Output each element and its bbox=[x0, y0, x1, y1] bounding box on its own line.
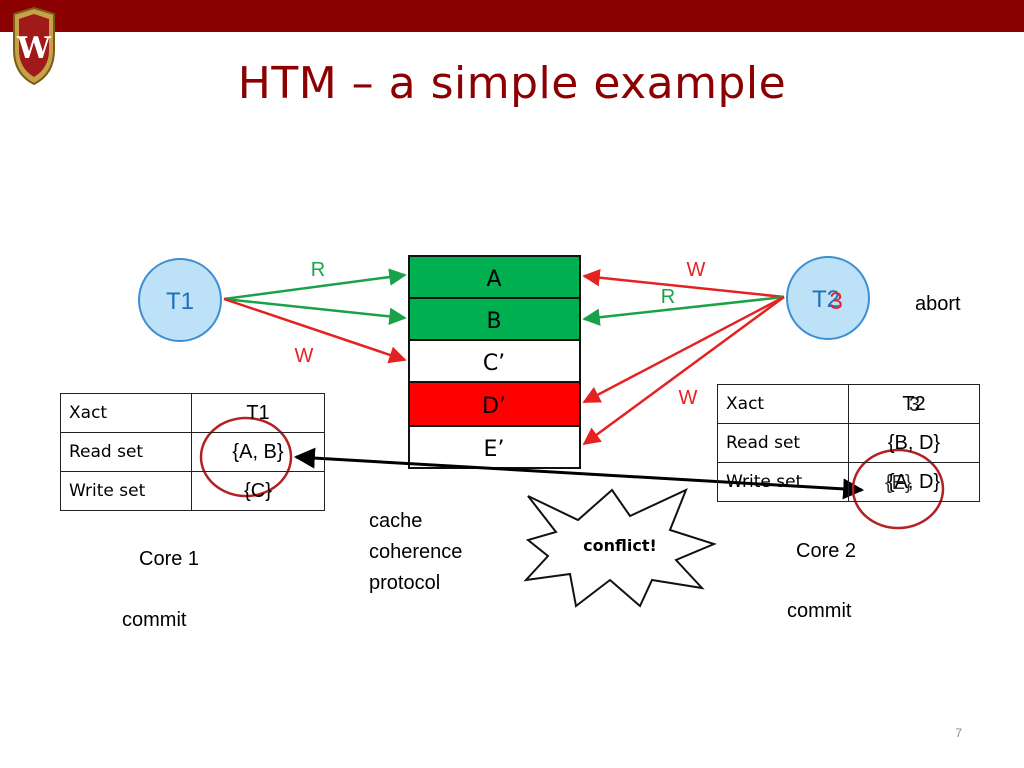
cache-line-a-label: A bbox=[486, 267, 501, 292]
read-set-value: {A, B} bbox=[191, 432, 325, 472]
cache-line-b-label: B bbox=[486, 309, 501, 334]
table-row: Read set {A, B} bbox=[60, 432, 325, 472]
write-set-value-overlay: {E} bbox=[885, 472, 912, 494]
page-number: 7 bbox=[955, 726, 962, 740]
thread-t2: T2 3 bbox=[786, 256, 870, 340]
arrow-t1-read-label: R bbox=[311, 259, 325, 281]
svg-text:W: W bbox=[16, 31, 52, 66]
thread-t2-overlay-label: 3 bbox=[829, 288, 842, 315]
arrow-t2-read-b bbox=[582, 295, 785, 326]
cache-line-b bbox=[408, 297, 581, 341]
core2-transaction-table: Xact T2 3 Read set {B, D} Write set {A, … bbox=[717, 384, 980, 502]
xact-label: Xact bbox=[717, 384, 849, 424]
arrow-t1-write-c bbox=[223, 297, 407, 364]
cache-line-c bbox=[408, 339, 581, 383]
arrow-t2-write-top-label: W bbox=[687, 259, 706, 281]
xact-value: T1 bbox=[191, 393, 325, 433]
core1-transaction-table: Xact T1 Read set {A, B} Write set {C} bbox=[60, 393, 325, 511]
table-row: Xact T1 bbox=[60, 393, 325, 433]
arrow-t2-write-a bbox=[582, 268, 785, 299]
xact-value-overlay: 3 bbox=[909, 394, 921, 416]
xact-value-text: T2 bbox=[902, 392, 926, 415]
arrow-t2-write-d bbox=[582, 295, 785, 404]
xact-label: Xact bbox=[60, 393, 192, 433]
write-set-value: {C} bbox=[191, 471, 325, 511]
abort-label: abort bbox=[915, 293, 961, 315]
xact-value: T2 3 bbox=[848, 384, 980, 424]
cache-line-d-label: D’ bbox=[482, 394, 506, 419]
write-set-label: Write set bbox=[717, 462, 849, 502]
table-row: Write set {C} bbox=[60, 471, 325, 511]
arrow-t2-write-e bbox=[582, 295, 785, 446]
table-row: Xact T2 3 bbox=[717, 384, 980, 424]
arrow-t2-write-bottom-label: W bbox=[679, 387, 698, 409]
arrow-t2-read-label: R bbox=[661, 286, 675, 308]
conflict-starburst: conflict! bbox=[523, 488, 717, 608]
conflict-label: conflict! bbox=[583, 536, 657, 555]
arrow-t1-read-a bbox=[223, 268, 407, 301]
write-set-label: Write set bbox=[60, 471, 192, 511]
protocol-line-1: cache bbox=[369, 510, 423, 532]
header-bar bbox=[0, 0, 1024, 32]
protocol-line-3: protocol bbox=[369, 572, 441, 594]
table-row: Write set {A, D} {E} bbox=[717, 462, 980, 502]
cache-line-c-label: C’ bbox=[483, 351, 505, 376]
protocol-line-2: coherence bbox=[369, 541, 463, 563]
core1-commit-label: commit bbox=[122, 609, 187, 631]
arrow-t1-read-b bbox=[223, 297, 407, 326]
core2-label: Core 2 bbox=[796, 540, 857, 562]
thread-t1-label: T1 bbox=[166, 288, 194, 315]
read-set-label: Read set bbox=[60, 432, 192, 472]
thread-t2-label: T2 bbox=[812, 286, 840, 313]
arrow-t1-write-label: W bbox=[295, 345, 314, 367]
cache-line-a bbox=[408, 255, 581, 299]
read-set-value: {B, D} bbox=[848, 423, 980, 463]
core1-label: Core 1 bbox=[139, 548, 200, 570]
thread-t1: T1 bbox=[138, 258, 222, 342]
table-row: Read set {B, D} bbox=[717, 423, 980, 463]
core2-commit-label: commit bbox=[787, 600, 852, 622]
write-set-value: {A, D} {E} bbox=[848, 462, 980, 502]
read-set-label: Read set bbox=[717, 423, 849, 463]
cache-line-d bbox=[408, 381, 581, 427]
write-set-value-text: {A, D} bbox=[887, 470, 941, 493]
slide-title: HTM – a simple example bbox=[237, 58, 787, 109]
university-crest-logo: W bbox=[13, 6, 55, 86]
cache-lines: A B C’ D’ E’ bbox=[408, 255, 581, 469]
cache-line-e-label: E’ bbox=[484, 437, 505, 462]
protocol-label: cache coherence protocol bbox=[369, 506, 462, 599]
